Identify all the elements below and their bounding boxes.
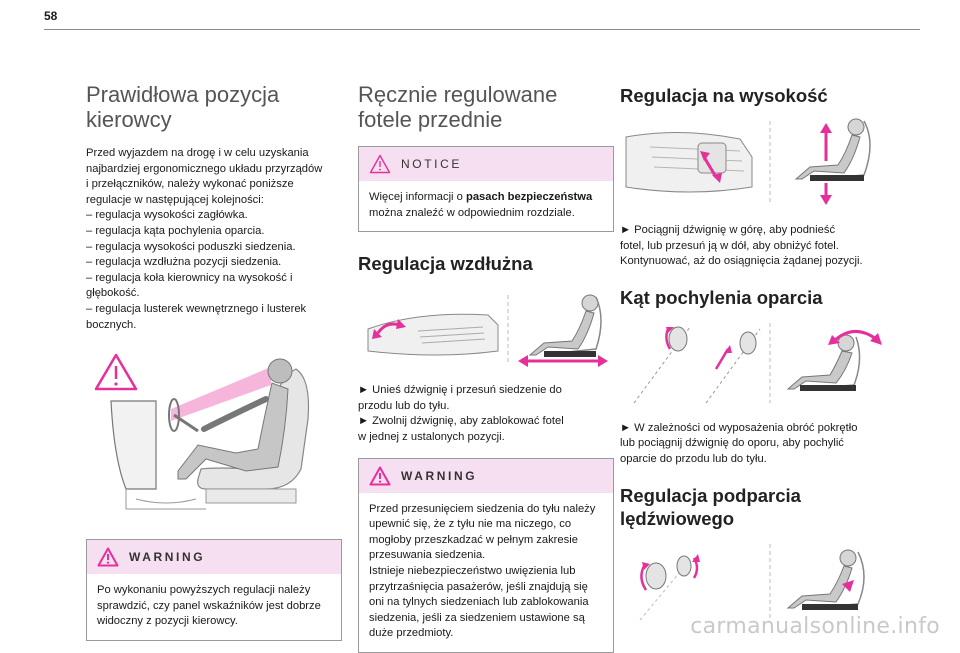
instruction-line: fotel, lub przesuń ją w dół, aby obniżyć…: [620, 239, 839, 252]
notice-box-header: NOTICE: [359, 147, 613, 181]
notice-text-prefix: Więcej informacji o: [369, 191, 466, 203]
instruction-line: ► Pociągnij dźwignię w górę, aby podnieś…: [620, 224, 836, 236]
intro-line: – regulacja lusterek wewnętrznego i lust…: [86, 302, 307, 315]
instruction-line: przodu lub do tyłu.: [358, 399, 450, 412]
intro-line: i przełączników, należy wykonać poniższe: [86, 178, 294, 191]
section-title-driver-position: Prawidłowa pozycja kierowcy: [86, 82, 280, 132]
intro-line: Przed wyjazdem na drogę i w celu uzyskan…: [86, 147, 309, 159]
instruction-line: lub pociągnij dźwignię do oporu, aby poc…: [620, 437, 844, 450]
warning-box-driver: WARNING Po wykonaniu powyższych regulacj…: [86, 539, 342, 641]
top-rule: [44, 29, 920, 30]
recline-instructions: ► W zależności od wyposażenia obróć pokr…: [620, 421, 896, 468]
warning-line: oni na tylnych siedzeniach lub zablokowa…: [369, 596, 589, 609]
warning-text: Przed przesunięciem siedzenia do tyłu na…: [359, 493, 613, 652]
intro-line: bocznych.: [86, 318, 137, 331]
warning-box-seat: WARNING Przed przesunięciem siedzenia do…: [358, 457, 614, 653]
intro-line: głębokość.: [86, 287, 140, 300]
section-title-manual-seats: Ręcznie regulowane fotele przednie: [358, 82, 558, 132]
intro-line: najbardziej ergonomicznego układu przyrz…: [86, 162, 323, 175]
column-driver-position: Prawidłowa pozycja kierowcy Przed wyjazd…: [86, 82, 342, 641]
warning-line: widoczny z pozycji kierowcy.: [97, 615, 238, 628]
warning-line: siedzenia, jeśli za siedzeniem ustawione…: [369, 611, 585, 624]
warning-line: duże przedmioty.: [369, 627, 454, 640]
instruction-line: oparcie do przodu lub do tyłu.: [620, 452, 767, 465]
notice-box: NOTICE Więcej informacji o pasach bezpie…: [358, 146, 614, 233]
warning-text: Po wykonaniu powyższych regulacji należy…: [87, 574, 341, 640]
lumbar-illustration: [620, 540, 896, 624]
notice-line: Więcej informacji o pasach bezpieczeństw…: [369, 190, 603, 206]
warning-triangle-icon: [369, 154, 391, 174]
warning-triangle-icon: [369, 466, 391, 486]
intro-line: – regulacja koła kierownicy na wysokość …: [86, 271, 293, 284]
notice-text-bold: pasach bezpieczeństwa: [465, 191, 593, 203]
notice-text: Więcej informacji o pasach bezpieczeństw…: [359, 181, 613, 231]
intro-line: regulacje w następującej kolejności:: [86, 193, 264, 206]
instruction-line: ► Unieś dźwignię i przesuń siedzenie do: [358, 384, 562, 397]
section-title-height: Regulacja na wysokość: [620, 85, 828, 106]
driver-position-intro: Przed wyjazdem na drogę i w celu uzyskan…: [86, 146, 342, 333]
instruction-line: w jednej z ustalonych pozycji.: [358, 430, 505, 443]
intro-line: – regulacja wysokości poduszki siedzenia…: [86, 240, 296, 253]
notice-title: NOTICE: [401, 157, 462, 171]
driver-position-illustration: [86, 349, 342, 519]
longitudinal-instructions: ► Unieś dźwignię i przesuń siedzenie do …: [358, 383, 614, 445]
instruction-line: ► Zwolnij dźwignię, aby zablokować fotel: [358, 415, 564, 428]
section-title-longitudinal: Regulacja wzdłużna: [358, 253, 533, 275]
warning-triangle-icon: [97, 547, 119, 567]
warning-line: przytrzaśnięcia pasażerów, jeśli znajduj…: [369, 580, 588, 593]
warning-box-header: WARNING: [359, 458, 613, 493]
warning-line: upewnić się, że z tyłu nie ma niczego, c…: [369, 518, 572, 531]
warning-box-header: WARNING: [87, 540, 341, 575]
instruction-line: Kontynuować, aż do osiągnięcia żądanej p…: [620, 255, 863, 268]
intro-line: – regulacja kąta pochylenia oparcia.: [86, 224, 265, 237]
instruction-line: ► W zależności od wyposażenia obróć pokr…: [620, 421, 858, 434]
warning-line: sprawdzić, czy panel wskaźników jest dob…: [97, 599, 321, 612]
warning-line: Przed przesunięciem siedzenia do tyłu na…: [369, 502, 596, 515]
warning-title: WARNING: [401, 468, 478, 483]
section-title-lumbar: Regulacja podparcia lędźwiowego: [620, 484, 896, 530]
warning-title: WARNING: [129, 550, 206, 565]
column-adjustments: Regulacja na wysokość ► Pociągnij dźwign…: [620, 82, 896, 624]
lumbar-title-line: Regulacja podparcia: [620, 484, 801, 506]
warning-line: mogłoby przeszkadzać w pełnym zakresie: [369, 533, 578, 546]
page-number: 58: [44, 9, 58, 23]
notice-line: można znaleźć w odpowiednim rozdziale.: [369, 206, 575, 219]
longitudinal-illustration: [358, 289, 614, 369]
watermark: carmanualsonline.info: [690, 614, 940, 639]
height-illustration: [620, 117, 896, 207]
height-instructions: ► Pociągnij dźwignię w górę, aby podnieś…: [620, 223, 896, 270]
recline-illustration: [620, 319, 896, 405]
warning-line: przesuwania siedzenia.: [369, 549, 486, 562]
warning-line: Istnieje niebezpieczeństwo uwięzienia lu…: [369, 564, 576, 577]
warning-line: Po wykonaniu powyższych regulacji należy: [97, 584, 311, 597]
intro-line: – regulacja wysokości zagłówka.: [86, 209, 248, 222]
column-manual-seats: Ręcznie regulowane fotele przednie NOTIC…: [358, 82, 614, 653]
section-title-recline: Kąt pochylenia oparcia: [620, 286, 823, 308]
intro-line: – regulacja wzdłużna pozycji siedzenia.: [86, 256, 282, 269]
lumbar-title-line: lędźwiowego: [620, 507, 735, 529]
warning-triangle-icon: [94, 353, 138, 391]
